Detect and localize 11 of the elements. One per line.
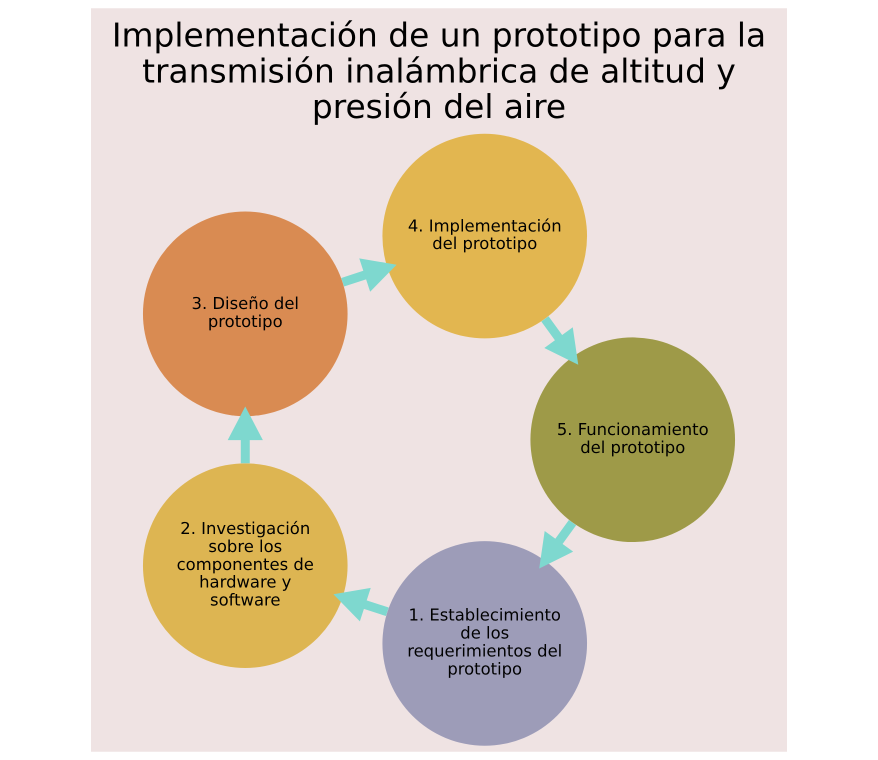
node-circle: 2. Investigación sobre los componentes de hardware y software [142, 463, 348, 668]
node-circle: 1. Establecimiento de los requerimientos del prototipo [382, 541, 588, 746]
arrow [228, 406, 263, 464]
arrow [341, 258, 397, 292]
arrow [333, 588, 389, 622]
node-circle: 3. Diseño del prototipo [142, 212, 348, 416]
arrow [539, 520, 576, 568]
node-circle: 4. Implementación del prototipo [382, 134, 588, 338]
node-circle: 5. Funcionamiento del prototipo [530, 337, 736, 542]
arrow [541, 316, 578, 365]
diagram-title: Implementación de un prototipo para la transmisión inalámbrica de altitud y presión del aire [112, 16, 766, 126]
